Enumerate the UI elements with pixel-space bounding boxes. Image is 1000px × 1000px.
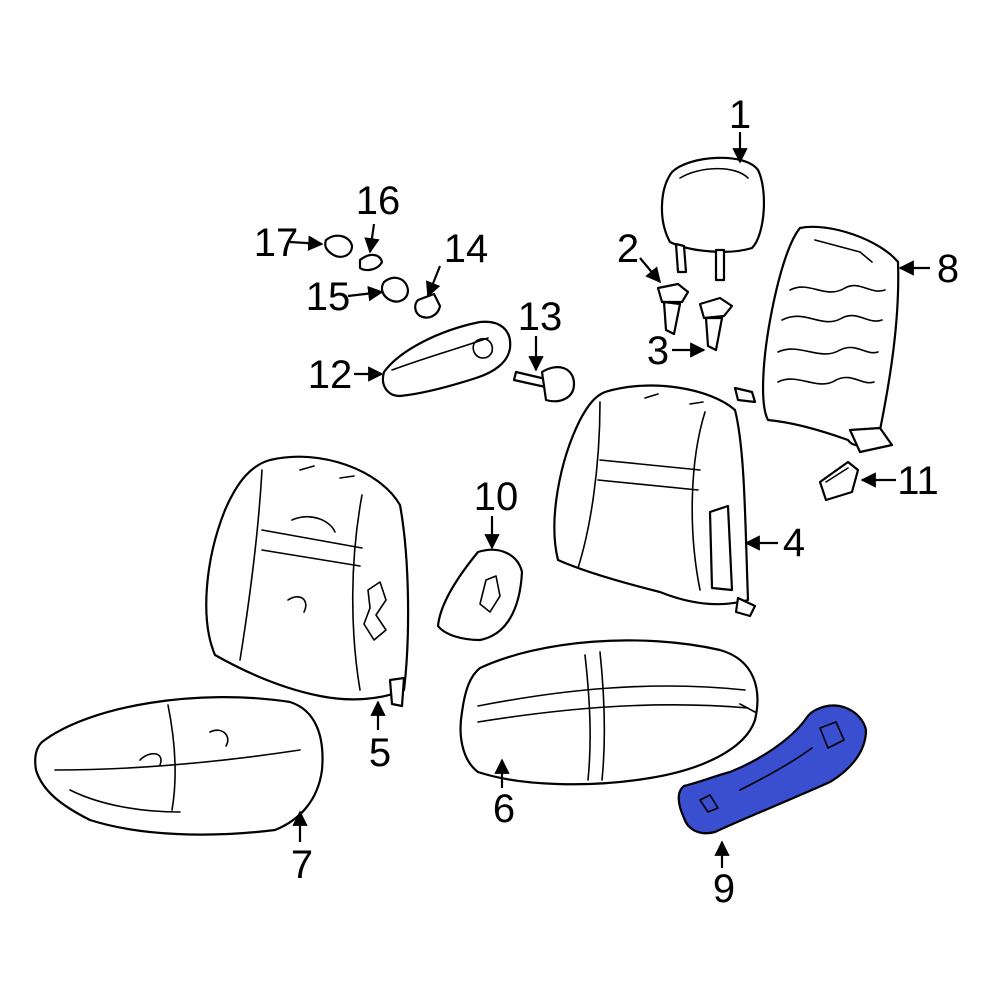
part-2-headrest-guide[interactable]	[656, 282, 690, 336]
part-12-armrest[interactable]	[381, 320, 512, 398]
part-16-clip[interactable]	[358, 253, 384, 272]
callout-12: 12	[308, 353, 353, 397]
part-4-seat-back-cover[interactable]	[553, 384, 757, 618]
part-5-seat-back-assembly[interactable]	[205, 455, 410, 708]
callout-9: 9	[713, 867, 735, 911]
callout-4: 4	[783, 521, 805, 565]
part-8-seat-back-frame[interactable]	[733, 225, 900, 454]
part-1-headrest[interactable]	[660, 156, 766, 282]
leader-lines	[289, 132, 930, 868]
callout-1: 1	[729, 93, 751, 137]
callout-13: 13	[518, 295, 563, 339]
part-14-cap[interactable]	[414, 292, 442, 319]
part-15-bushing[interactable]	[380, 276, 410, 303]
callout-10: 10	[474, 475, 519, 519]
part-17-nut[interactable]	[324, 234, 354, 258]
callout-5: 5	[369, 731, 391, 775]
part-9-seat-track[interactable]	[677, 704, 868, 835]
callout-3: 3	[647, 329, 669, 373]
callout-labels: 1 2 3 4 5 6 7 8 9 10 11 12 13 14 15 16 1…	[254, 93, 959, 911]
callout-2: 2	[617, 227, 639, 271]
callout-7: 7	[291, 843, 313, 887]
part-6-seat-cushion-pad[interactable]	[459, 639, 759, 786]
part-7-seat-cushion-assembly[interactable]	[34, 696, 324, 836]
callout-8: 8	[937, 247, 959, 291]
part-3-headrest-guide[interactable]	[698, 296, 734, 352]
part-10-side-shield[interactable]	[436, 548, 524, 642]
callout-11: 11	[897, 459, 939, 503]
part-11-recliner-knob[interactable]	[818, 460, 860, 502]
callout-6: 6	[493, 787, 515, 831]
part-13-armrest-bolt[interactable]	[512, 366, 576, 403]
callout-17: 17	[254, 221, 299, 265]
callout-15: 15	[306, 275, 351, 319]
callout-14: 14	[444, 227, 489, 271]
callout-16: 16	[356, 179, 401, 223]
